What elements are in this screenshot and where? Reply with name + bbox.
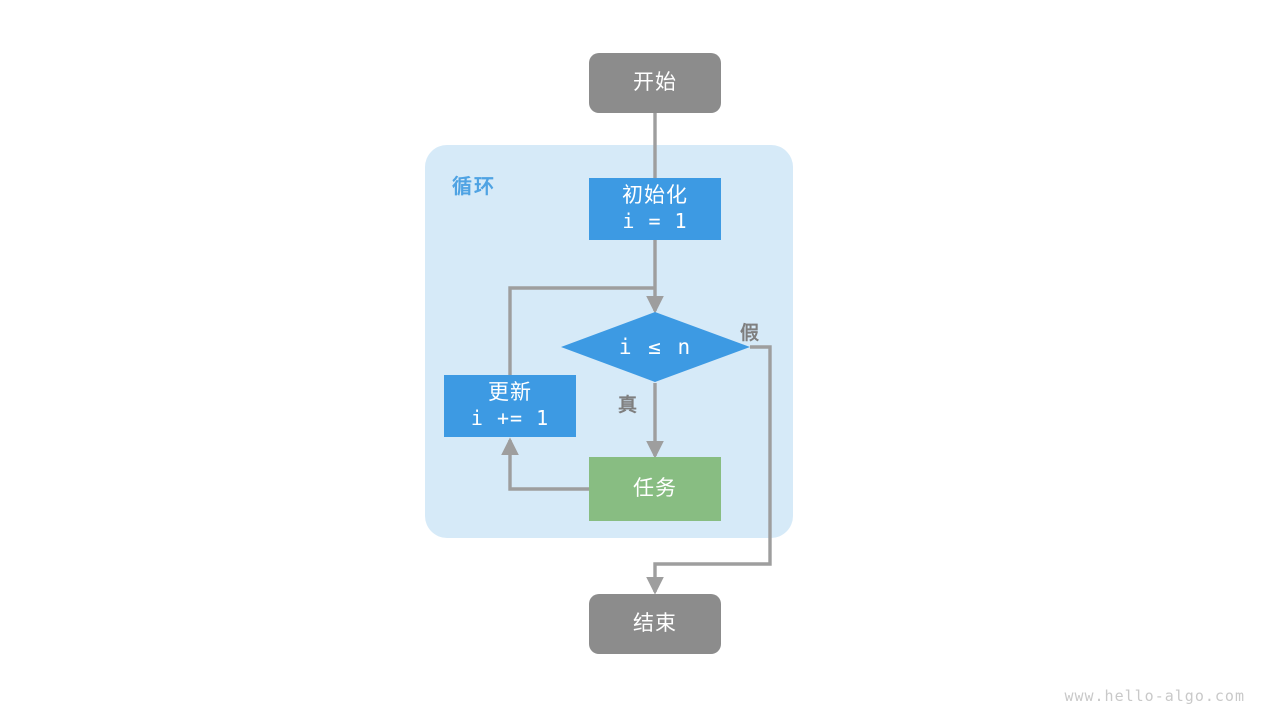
edge-decision-false-to-end [646, 345, 772, 595]
decision-node-label: i ≤ n [618, 335, 693, 359]
edge-task-to-update [501, 437, 589, 491]
init-node-code: i = 1 [622, 209, 688, 234]
task-node[interactable]: 任务 [589, 457, 721, 521]
end-node-label: 结束 [633, 611, 677, 635]
update-node[interactable]: 更新 i += 1 [444, 375, 576, 437]
loop-container-label: 循环 [452, 176, 496, 198]
edge-label-false: 假 [740, 323, 761, 344]
watermark: www.hello-algo.com [1064, 687, 1245, 705]
decision-diamond-shape [561, 312, 750, 382]
start-node-label: 开始 [633, 70, 677, 94]
update-node-code: i += 1 [470, 406, 550, 431]
start-node[interactable]: 开始 [589, 53, 721, 113]
edge-update-to-decision [508, 286, 655, 375]
update-node-label: 更新 [488, 381, 532, 405]
init-node[interactable]: 初始化 i = 1 [589, 178, 721, 240]
end-node[interactable]: 结束 [589, 594, 721, 654]
task-node-label: 任务 [633, 476, 677, 500]
edge-label-true: 真 [618, 395, 639, 416]
init-node-label: 初始化 [622, 184, 688, 208]
